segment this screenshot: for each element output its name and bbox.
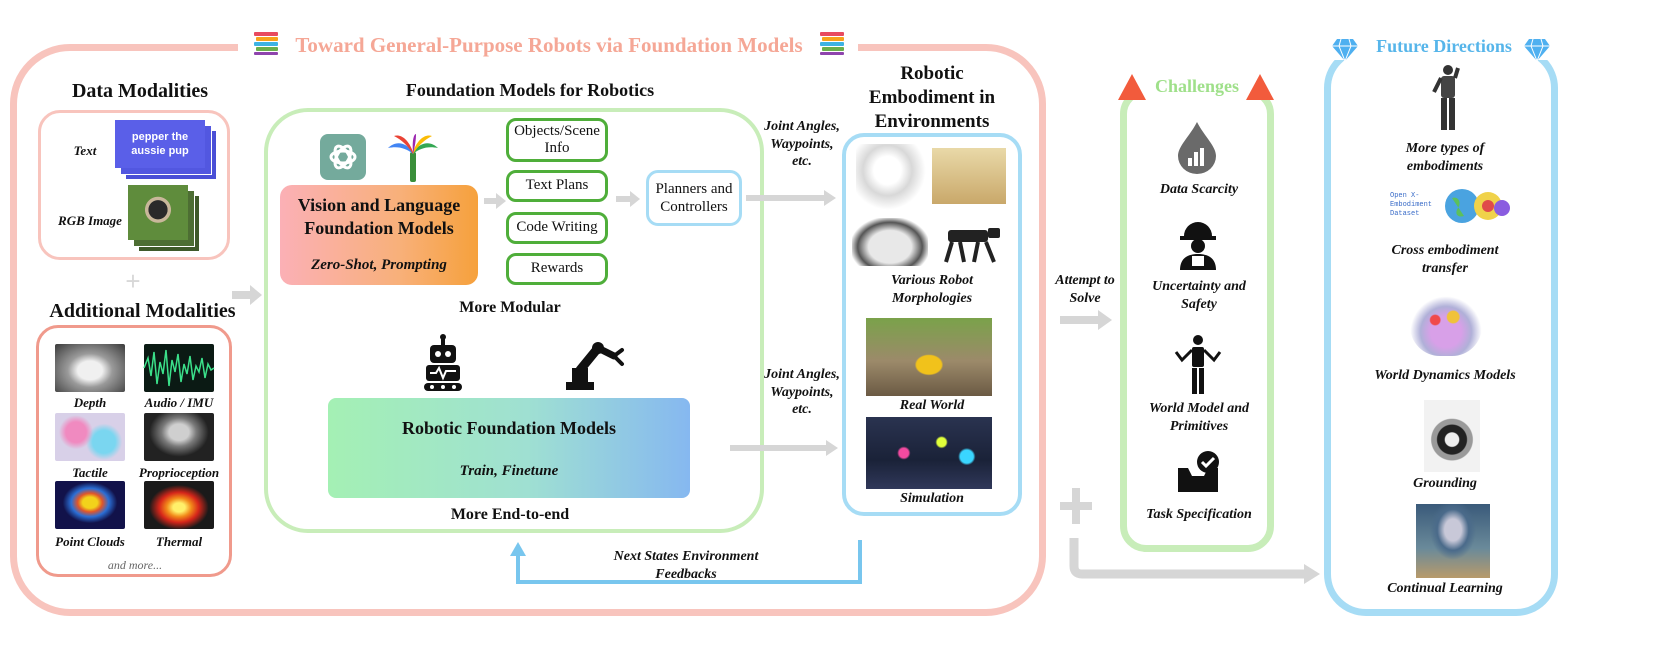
dataset-text: Open X-Embodiment Dataset: [1390, 192, 1433, 219]
additional-modalities-box: [36, 325, 232, 577]
rfm-subtitle: Train, Finetune: [459, 463, 559, 479]
robot-icon: [420, 333, 466, 398]
depth-image: [55, 344, 125, 392]
humanoid-image: [1428, 64, 1468, 137]
future-label: World Dynamics Models: [1374, 368, 1516, 383]
rfm-title: Robotic Foundation Models: [401, 418, 617, 438]
main-title: Toward General-Purpose Robots via Founda…: [295, 33, 803, 57]
future-label: Continual Learning: [1387, 581, 1503, 596]
arrow-to-embodiment-top: [746, 190, 836, 211]
modality-label: Proprioception: [138, 465, 220, 480]
challenge-label: Task Specification: [1146, 507, 1252, 522]
warning-triangle-right: [1246, 74, 1274, 105]
book-icon-left: [252, 29, 280, 62]
task-inbox-icon: [1174, 450, 1222, 501]
thermal-image: [144, 481, 214, 529]
modality-label: Depth: [73, 395, 107, 410]
output-box-code-writing: Code Writing: [506, 212, 608, 244]
vlm-box: [280, 185, 478, 285]
challenge-label: Uncertainty and Safety: [1152, 279, 1246, 312]
big-plus-sign: [1060, 488, 1092, 529]
future-title-band: [1330, 34, 1550, 60]
title-band: [238, 30, 858, 62]
arrow-to-foundation: [232, 285, 264, 310]
planners-box: Planners and Controllers: [646, 170, 742, 226]
future-label: More types of embodiments: [1405, 141, 1485, 174]
arrow-to-future: [1068, 538, 1324, 589]
output-box-text-plans: Text Plans: [506, 170, 608, 202]
modality-label: Point Clouds: [55, 534, 125, 549]
embodiment-box: [842, 133, 1022, 516]
embodiment-heading: Robotic Embodiment in Environments: [868, 63, 996, 132]
feedback-arrow: [508, 540, 868, 595]
grounding-image: [1424, 400, 1480, 472]
robot-morph-image-1: [856, 144, 926, 210]
point-cloud-image: [55, 481, 125, 529]
output-box-objects: Objects/Scene Info: [506, 118, 608, 162]
data-modalities-box: [38, 110, 230, 260]
robot-morph-image-3: [852, 218, 928, 266]
output-box-rewards: Rewards: [506, 253, 608, 285]
safety-worker-icon: [1176, 220, 1220, 275]
globe-image: [1444, 188, 1510, 229]
various-morphologies-label: Various Robot Morphologies: [890, 273, 974, 306]
warning-triangle-left: [1118, 74, 1146, 105]
attempt-to-solve-label: Attempt to Solve: [1055, 273, 1115, 306]
openai-icon: [320, 134, 366, 180]
robot-morph-image-4: [934, 222, 1010, 271]
world-model-image: [1410, 296, 1482, 356]
robot-arm-icon: [562, 336, 628, 397]
challenges-heading: Challenges: [1154, 76, 1239, 96]
data-modalities-heading: Data Modalities: [71, 80, 209, 102]
future-heading: Future Directions: [1376, 36, 1512, 56]
real-world-image: [866, 318, 992, 396]
modality-label: Tactile: [72, 465, 108, 480]
continual-learning-image: [1416, 504, 1490, 578]
plus-sign: +: [125, 266, 141, 296]
additional-modalities-heading: Additional Modalities: [49, 300, 236, 322]
more-end-to-end-label: More End-to-end: [450, 506, 570, 523]
simulation-label: Simulation: [900, 491, 964, 506]
challenge-label: World Model and Primitives: [1148, 401, 1250, 434]
modality-label: Audio / IMU: [144, 395, 214, 410]
palm-icon: [386, 134, 440, 189]
vlm-subtitle: Zero-Shot, Prompting: [311, 257, 447, 273]
proprioception-image: [144, 413, 214, 461]
simulation-image: [866, 417, 992, 489]
future-label: Cross embodiment transfer: [1391, 243, 1499, 276]
and-more-label: and more...: [107, 558, 163, 572]
joint-angles-label-bottom: Joint Angles, Waypoints, etc.: [764, 367, 840, 417]
real-world-label: Real World: [899, 398, 965, 413]
gem-icon-right: [1524, 38, 1550, 66]
rgb-label: RGB Image: [58, 213, 122, 228]
dog-image: [128, 185, 188, 240]
robot-morph-image-2: [932, 148, 1006, 204]
foundation-heading: Foundation Models for Robotics: [405, 80, 655, 100]
vlm-title: Vision and Language Foundation Models: [297, 195, 461, 238]
joint-angles-label-top: Joint Angles, Waypoints, etc.: [764, 119, 840, 169]
text-label: Text: [73, 143, 97, 158]
more-modular-label: More Modular: [459, 299, 561, 316]
primitive-figure-icon: [1172, 334, 1224, 401]
future-label: Grounding: [1413, 476, 1477, 491]
challenge-label: Data Scarcity: [1159, 182, 1239, 197]
rfm-box: [328, 398, 690, 498]
gem-icon-left: [1332, 38, 1358, 66]
arrow-vlm-to-outputs: [484, 193, 506, 214]
data-drop-icon: [1178, 122, 1216, 179]
foundation-box: [264, 108, 764, 533]
modality-label: Thermal: [155, 534, 203, 549]
arrow-attempt: [1060, 310, 1112, 335]
tactile-image: [55, 413, 125, 461]
text-card: pepper the aussie pup: [115, 120, 205, 168]
arrow-to-planners: [616, 191, 640, 212]
arrow-to-embodiment-bottom: [730, 440, 838, 461]
audio-waveform: [143, 344, 215, 392]
book-icon-right: [818, 29, 846, 62]
feedback-label: Next States Environment Feedbacks: [613, 549, 759, 582]
